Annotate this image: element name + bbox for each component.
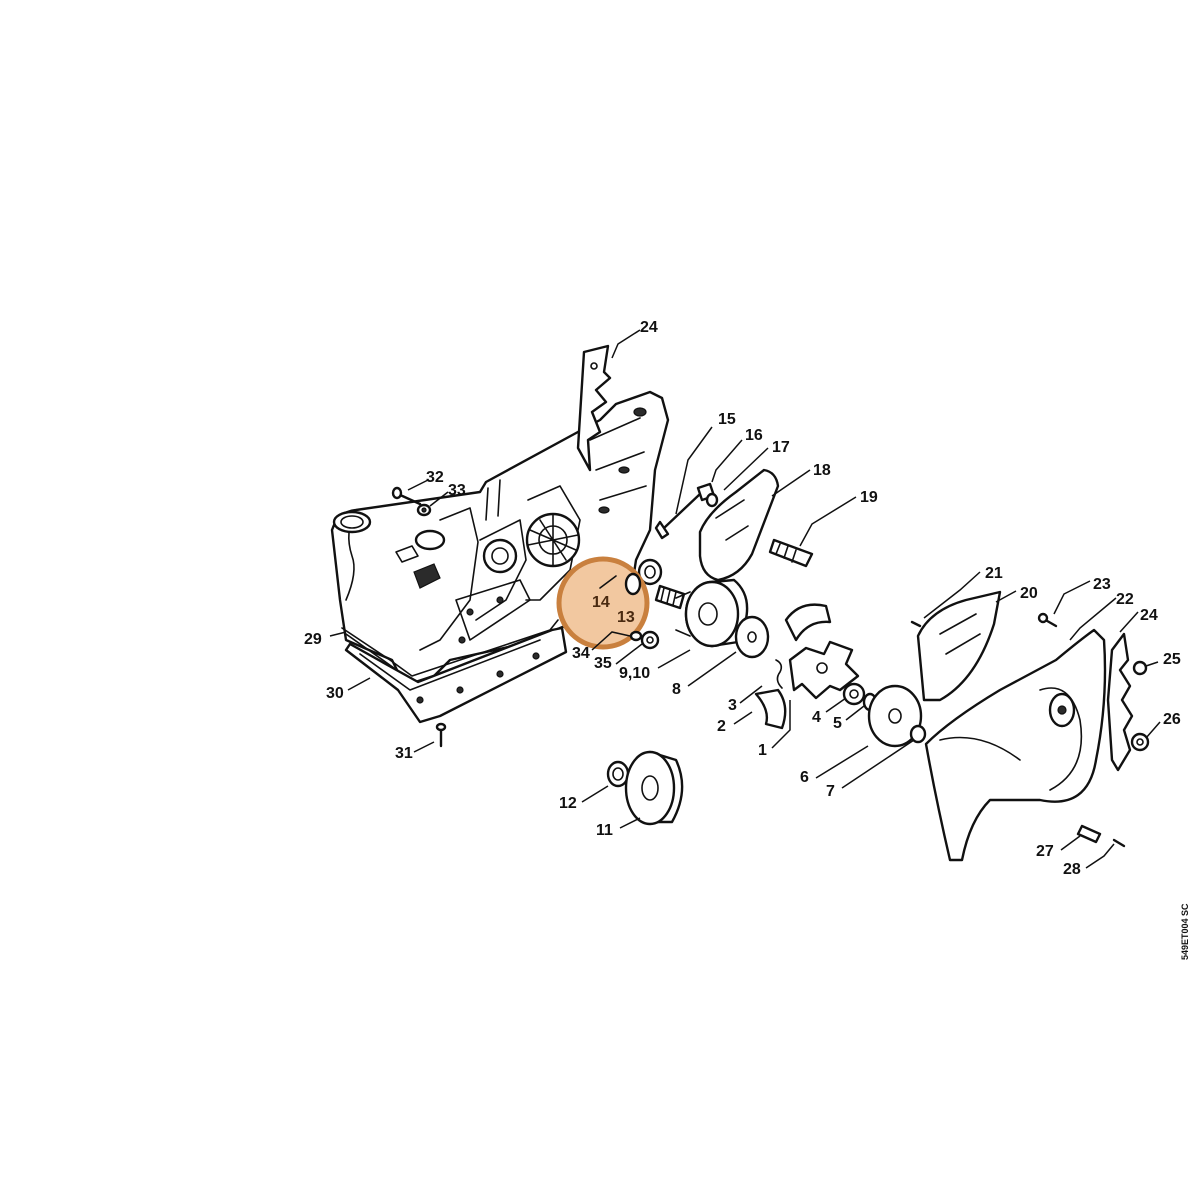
label-16: 16 <box>745 427 763 444</box>
leader-lines <box>329 329 1161 869</box>
nut-35 <box>640 630 660 650</box>
needle-cage <box>654 584 686 610</box>
label-32: 32 <box>426 469 444 486</box>
label-4: 4 <box>812 709 821 726</box>
nut-26 <box>1130 732 1150 752</box>
label-26: 26 <box>1163 711 1181 728</box>
gasket-24-upper <box>576 344 612 472</box>
label-7: 7 <box>826 783 835 800</box>
label-2: 2 <box>717 718 726 735</box>
label-6: 6 <box>800 769 809 786</box>
screw-23 <box>1037 612 1058 628</box>
washer-34 <box>629 630 643 642</box>
screw-32 <box>391 486 422 506</box>
label-25: 25 <box>1163 651 1181 668</box>
bearing-12 <box>606 760 630 788</box>
washer-14 <box>637 558 663 586</box>
label-13: 13 <box>617 609 635 626</box>
disc-6 <box>867 684 923 748</box>
label-34: 34 <box>572 645 590 662</box>
label-22: 22 <box>1116 591 1134 608</box>
label-18: 18 <box>813 462 831 479</box>
sprocket-cover-22 <box>924 628 1107 862</box>
label-33: 33 <box>448 482 466 499</box>
gasket-24-right <box>1106 632 1134 772</box>
nut-7 <box>909 724 927 744</box>
label-24-upper: 24 <box>640 319 658 336</box>
label-27: 27 <box>1036 843 1054 860</box>
plate-18 <box>698 468 780 582</box>
plate-20 <box>916 590 1002 702</box>
label-15: 15 <box>718 411 736 428</box>
bearing-4 <box>842 682 866 706</box>
label-9-10: 9,10 <box>619 665 650 682</box>
label-20: 20 <box>1020 585 1038 602</box>
spike-screw-15 <box>654 492 702 540</box>
oil-pan-30 <box>344 626 568 724</box>
screw-31 <box>435 722 447 748</box>
label-30: 30 <box>326 685 344 702</box>
label-12: 12 <box>559 795 577 812</box>
pin-27 <box>1076 824 1102 844</box>
label-17: 17 <box>772 439 790 456</box>
label-24-right: 24 <box>1140 607 1158 624</box>
stud-19 <box>768 538 814 568</box>
label-3: 3 <box>728 697 737 714</box>
label-31: 31 <box>395 745 413 762</box>
label-35: 35 <box>594 655 612 672</box>
label-29: 29 <box>304 631 322 648</box>
label-19: 19 <box>860 489 878 506</box>
part-labels: 24 15 16 17 18 19 32 33 21 20 23 22 24 2… <box>304 319 1181 878</box>
clutch-carrier <box>788 640 860 700</box>
nut-25 <box>1132 660 1148 676</box>
pin-21 <box>910 620 922 628</box>
washer-33 <box>416 503 432 517</box>
label-8: 8 <box>672 681 681 698</box>
label-28: 28 <box>1063 861 1081 878</box>
clutch-drum-9-10 <box>675 578 749 648</box>
label-1: 1 <box>758 742 767 759</box>
drawing-code: 549ET004 SC <box>1180 903 1190 960</box>
clutch-shoe-2 <box>754 688 787 730</box>
label-5: 5 <box>833 715 842 732</box>
drum-11 <box>624 750 684 826</box>
spring-3 <box>775 659 783 689</box>
label-21: 21 <box>985 565 1003 582</box>
label-14: 14 <box>592 594 610 611</box>
pin-17 <box>705 492 719 508</box>
clutch-shoe-upper <box>784 603 832 642</box>
washer-8 <box>734 615 770 659</box>
label-23: 23 <box>1093 576 1111 593</box>
highlight-circle <box>556 556 650 650</box>
screw-28 <box>1112 838 1126 848</box>
label-11: 11 <box>596 822 613 839</box>
